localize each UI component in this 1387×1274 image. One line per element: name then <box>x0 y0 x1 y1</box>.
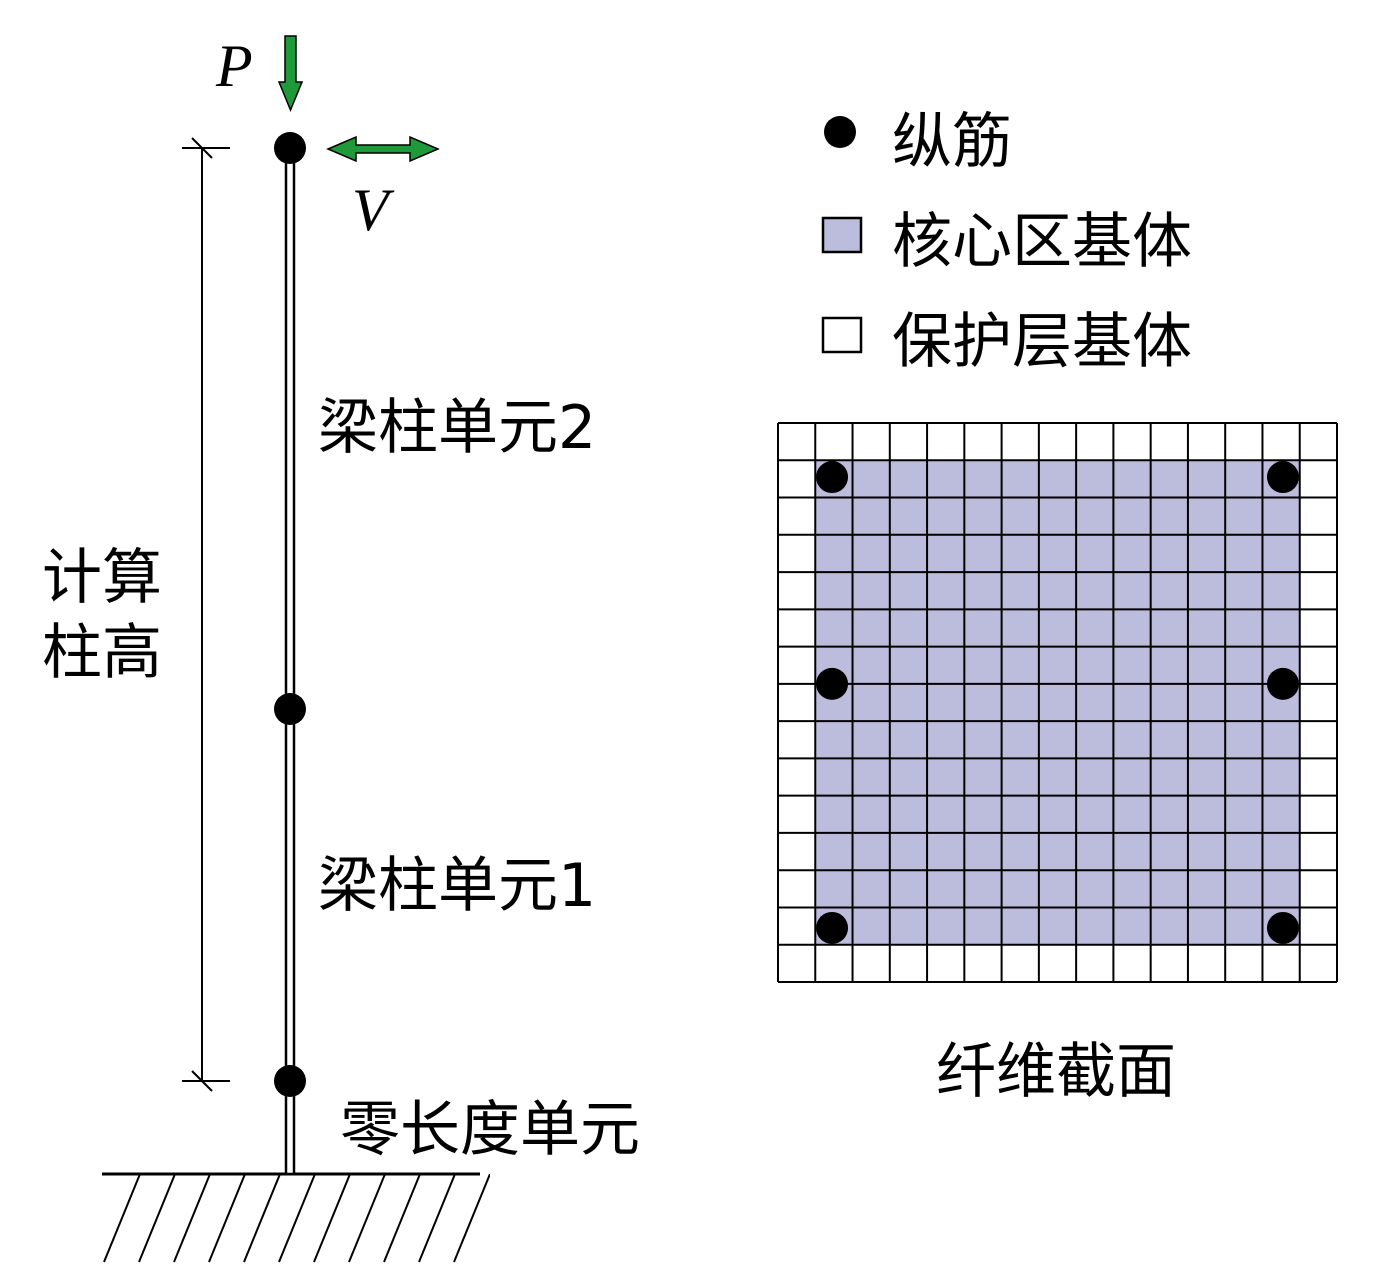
column-node-bottom <box>274 1065 306 1097</box>
hatch-line <box>278 1174 316 1263</box>
horizontal-load-arrow-icon <box>326 135 440 163</box>
element-upper-label: 梁柱单元2 <box>318 393 596 463</box>
rebar-fiber <box>816 911 849 944</box>
element-lower-label: 梁柱单元1 <box>318 851 596 921</box>
rebar-fiber <box>816 461 849 494</box>
ground-hatching <box>103 1174 490 1263</box>
cover-legend-icon <box>821 316 863 354</box>
rebar-legend-icon <box>824 116 856 148</box>
hatch-line <box>453 1174 490 1263</box>
column-shaft <box>284 148 296 1176</box>
height-label-line2: 柱高 <box>42 618 162 688</box>
legend-label-cover: 保护层基体 <box>892 307 1192 377</box>
hatch-line <box>208 1174 246 1263</box>
fiber-section <box>777 422 1338 983</box>
column-node-top <box>274 132 306 164</box>
horizontal-load-label: V <box>352 177 395 243</box>
hatch-line <box>348 1174 386 1263</box>
height-label-line1: 计算 <box>42 543 162 613</box>
rebar-fiber <box>1266 461 1299 494</box>
rebar-fiber <box>816 667 849 700</box>
hatch-line <box>383 1174 421 1263</box>
vertical-load-label: P <box>215 33 253 99</box>
hatch-line <box>418 1174 456 1263</box>
legend: 纵筋 核心区基体 保护层基体 <box>821 107 1192 377</box>
hatch-line <box>138 1174 176 1263</box>
rebar-fiber <box>1266 911 1299 944</box>
core-legend-icon <box>821 216 863 254</box>
column-model: P V 计算 柱高 梁柱单元2 梁柱单元1 零长度单元 <box>42 33 640 1263</box>
hatch-line <box>103 1174 141 1263</box>
hatch-line <box>173 1174 211 1263</box>
legend-label-rebar: 纵筋 <box>892 107 1012 177</box>
zero-length-label: 零长度单元 <box>340 1095 640 1165</box>
vertical-load-arrow-icon <box>277 35 304 112</box>
column-node-middle <box>274 693 306 725</box>
section-caption: 纤维截面 <box>936 1037 1176 1107</box>
rebar-fiber <box>1266 667 1299 700</box>
core-region <box>815 460 1300 945</box>
hatch-line <box>243 1174 281 1263</box>
height-dimension <box>182 137 230 1092</box>
legend-label-core: 核心区基体 <box>892 207 1192 277</box>
hatch-line <box>313 1174 351 1263</box>
